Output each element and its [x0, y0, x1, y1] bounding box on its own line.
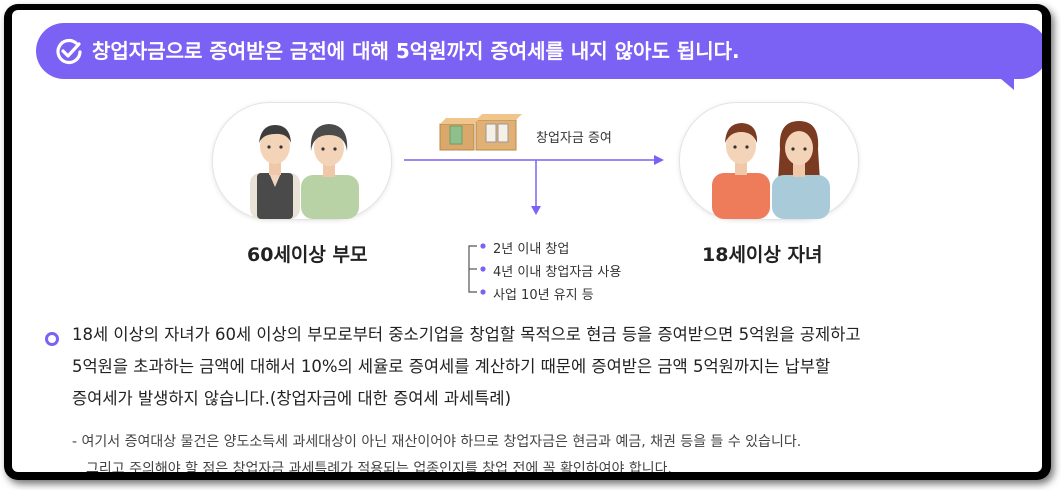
children-icon: [712, 121, 830, 219]
children-illustration: [679, 102, 859, 220]
parents-icon: [250, 124, 359, 219]
paragraph-line: 5억원을 초과하는 금액에 대해서 10%의 세율로 증여세를 계산하기 때문에…: [72, 357, 831, 376]
paragraph-line: 18세 이상의 자녀가 60세 이상의 부모로부터 중소기업을 창업할 목적으로…: [72, 325, 861, 344]
giver-caption: 60세이상 부모: [247, 244, 368, 266]
money-box-icon: [439, 114, 522, 151]
condition-bracket: [468, 243, 486, 295]
transfer-label: 창업자금 증여: [536, 131, 612, 146]
paragraph-line: 증여세가 발생하지 않습니다.(창업자금에 대한 증여세 과세특례): [72, 389, 512, 408]
parents-illustration: [212, 102, 392, 220]
content-card: 창업자금으로 증여받은 금전에 대해 5억원까지 증여세를 내지 않아도 됩니다…: [12, 10, 1042, 472]
condition-arrow-head: [531, 206, 541, 215]
transfer-arrow-head: [654, 155, 664, 165]
note-line: 그리고 주의해야 할 점은 창업자금 과세특례가 적용되는 업종인지를 창업 전…: [86, 461, 672, 472]
headline-bubble: 창업자금으로 증여받은 금전에 대해 5억원까지 증여세를 내지 않아도 됩니다…: [36, 23, 1042, 79]
check-circle-icon: [56, 38, 82, 65]
condition-item: 사업 10년 유지 등: [493, 288, 594, 303]
headline-text: 창업자금으로 증여받은 금전에 대해 5억원까지 증여세를 내지 않아도 됩니다…: [92, 39, 740, 63]
flow-arrows: [404, 155, 664, 215]
receiver-caption: 18세이상 자녀: [702, 244, 823, 266]
note-line: - 여기서 증여대상 물건은 양도소득세 과세대상이 아닌 재산이어야 하므로 …: [72, 434, 802, 450]
bubble-tail: [988, 68, 1014, 90]
condition-item: 4년 이내 창업자금 사용: [493, 265, 622, 280]
bullet-icon: [45, 332, 59, 346]
condition-item: 2년 이내 창업: [493, 242, 570, 257]
